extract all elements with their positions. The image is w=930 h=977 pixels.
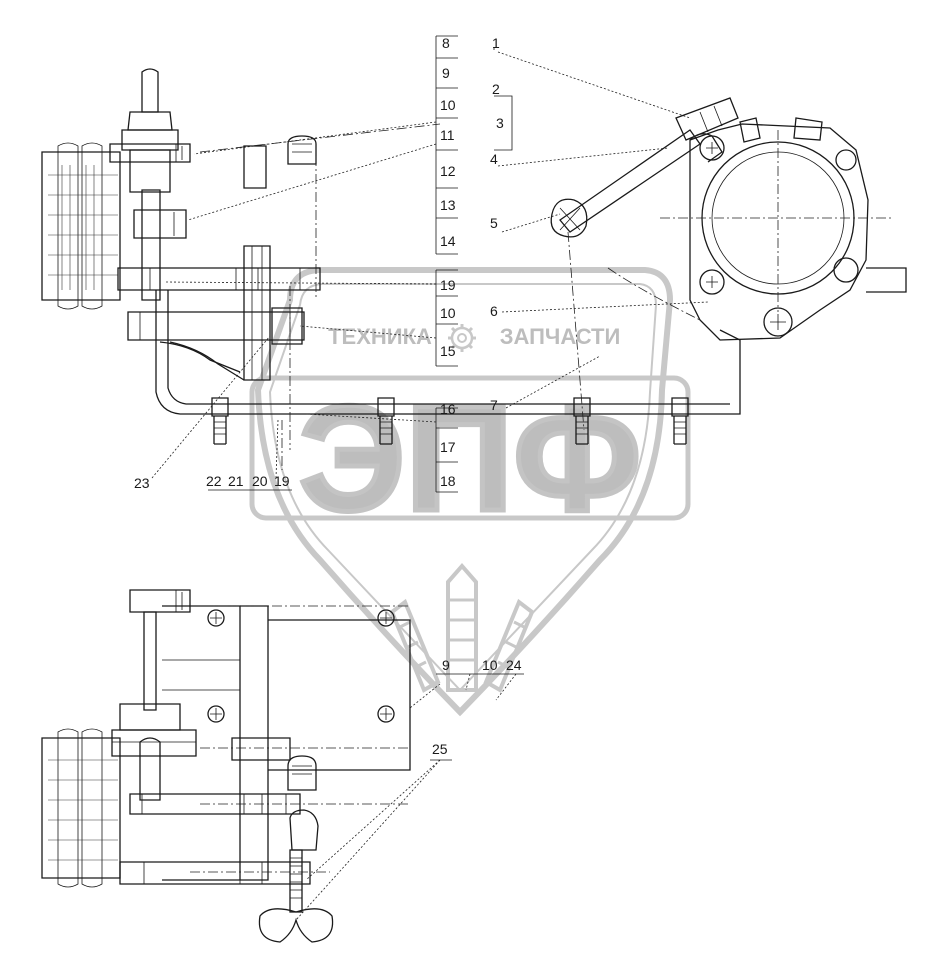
callout-5: 5 bbox=[490, 215, 498, 231]
callout-19b: 19 bbox=[274, 473, 290, 489]
callout-2: 2 bbox=[492, 81, 500, 97]
callout-column-center bbox=[435, 35, 458, 493]
callout-10c: 10 bbox=[482, 657, 498, 673]
compressor-top bbox=[660, 117, 907, 341]
callout-3: 3 bbox=[496, 115, 504, 131]
callout-8: 8 bbox=[442, 35, 450, 51]
watermark-monogram: ЭПФ bbox=[299, 374, 642, 542]
callout-22: 22 bbox=[206, 473, 222, 489]
callout-10a: 10 bbox=[440, 97, 456, 113]
callout-11: 11 bbox=[440, 127, 455, 143]
callout-15: 15 bbox=[440, 343, 456, 359]
pulley-bottom bbox=[41, 728, 121, 888]
callout-10b: 10 bbox=[440, 305, 456, 321]
watermark-right-word: ЗАПЧАСТИ bbox=[500, 324, 621, 349]
callout-17: 17 bbox=[440, 439, 456, 455]
callout-25: 25 bbox=[432, 741, 448, 757]
callout-6: 6 bbox=[490, 303, 498, 319]
callout-19a: 19 bbox=[440, 277, 456, 293]
adjusting-rod-top bbox=[550, 97, 739, 238]
callout-23: 23 bbox=[134, 475, 150, 491]
callout-4: 4 bbox=[490, 151, 498, 167]
tensioner-bolt-top bbox=[121, 68, 179, 193]
callout-24: 24 bbox=[506, 657, 522, 673]
gear-icon bbox=[448, 324, 476, 352]
callout-9b: 9 bbox=[442, 657, 450, 673]
wheat-emblem-icon bbox=[389, 562, 535, 693]
callout-column-right bbox=[493, 48, 513, 151]
callout-labels: 1 2 3 4 5 6 7 8 9 10 11 12 13 14 19 10 1… bbox=[134, 35, 522, 757]
bottom-assembly bbox=[41, 589, 411, 943]
wing-nut-icon bbox=[258, 908, 334, 943]
watermark-logo: ТЕХНИКА ЗАПЧАСТИ ЭПФ bbox=[249, 267, 691, 717]
callout-20: 20 bbox=[252, 473, 268, 489]
callout-7: 7 bbox=[490, 397, 498, 413]
callout-1: 1 bbox=[492, 35, 500, 51]
callout-9a: 9 bbox=[442, 65, 450, 81]
callout-16: 16 bbox=[440, 401, 456, 417]
callout-14: 14 bbox=[440, 233, 456, 249]
top-assembly bbox=[41, 68, 907, 470]
callout-21: 21 bbox=[228, 473, 244, 489]
pulley-top bbox=[41, 142, 121, 310]
callout-12: 12 bbox=[440, 163, 456, 179]
callout-13: 13 bbox=[440, 197, 456, 213]
watermark-left-word: ТЕХНИКА bbox=[328, 324, 432, 349]
callout-18: 18 bbox=[440, 473, 456, 489]
